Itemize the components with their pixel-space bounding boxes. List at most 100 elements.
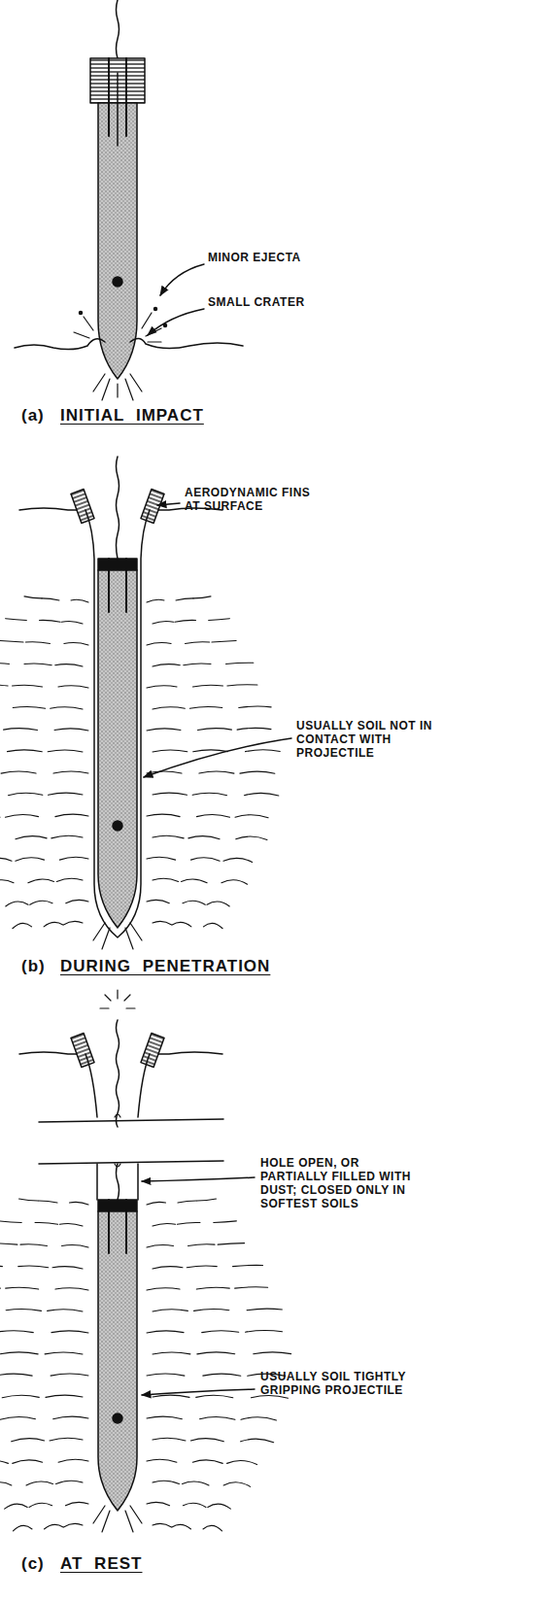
soil-strain-line (240, 1417, 276, 1421)
soil-strain-line (3, 728, 38, 731)
soil-strain-line (175, 598, 194, 601)
soil-strain-line (0, 815, 1, 818)
leader-line (143, 738, 292, 778)
soil-strain-line (56, 1480, 83, 1484)
hole-wall (97, 1163, 138, 1200)
leader-line (157, 503, 180, 506)
soil-strain-line (152, 1223, 176, 1227)
soil-strain-line (171, 1524, 192, 1530)
soil-strain-line (196, 1395, 234, 1397)
soil-strain-line (152, 664, 180, 667)
soil-strain-line (29, 1502, 53, 1507)
soil-strain-line (53, 1416, 89, 1420)
soil-strain-line (188, 836, 220, 840)
soil-strain-line (196, 1287, 230, 1290)
soil-strain-line (26, 1481, 53, 1486)
soil-strain-line (48, 792, 83, 795)
hole-wall (85, 510, 150, 938)
ground-surface (19, 1052, 223, 1055)
soil-strain-line (197, 1352, 236, 1355)
soil-strain-line (193, 596, 211, 599)
panel-letter: (a) (21, 406, 45, 426)
soil-strain-line (50, 1373, 89, 1376)
soil-strain-line (223, 857, 253, 862)
soil-strain-line (183, 663, 211, 666)
soil-strain-line (192, 684, 223, 687)
soil-strain-line (0, 857, 12, 862)
soil-strain-line (221, 880, 248, 885)
soil-strain-line (50, 707, 83, 710)
projectile-body (98, 570, 137, 928)
soil-strain-line (55, 1288, 89, 1291)
soil-strain-line (15, 836, 47, 840)
soil-strain-line (49, 1437, 83, 1441)
leader-line (160, 264, 205, 296)
fin (70, 489, 95, 524)
soil-strain-line (0, 1460, 8, 1465)
soil-strain-line (202, 1330, 239, 1333)
soil-strain-line (59, 856, 89, 860)
wire (116, 1163, 120, 1200)
soil-strain-line (146, 1501, 171, 1505)
soil-strain-line (41, 598, 60, 601)
soil-strain-line (192, 1460, 223, 1465)
soil-strain-line (197, 1198, 217, 1201)
soil-strain-line (4, 1503, 29, 1509)
soil-strain-line (53, 771, 89, 774)
soil-strain-line (152, 835, 184, 839)
soil-strain-line (190, 1438, 224, 1442)
soil-strain-line (11, 684, 42, 687)
break-line (38, 1119, 224, 1123)
soil-strain-line (146, 1373, 185, 1376)
soil-strain-line (152, 620, 174, 624)
soil-strain-line (4, 814, 38, 818)
leader-line (141, 1177, 255, 1182)
soil-strain-line (47, 749, 83, 752)
soil-strain-line (236, 836, 268, 841)
soil-strain-line (152, 792, 187, 795)
soil-strain-line (227, 684, 258, 686)
soil-strain-line (62, 1245, 89, 1248)
soil-strain-line (63, 920, 83, 925)
soil-strain-line (56, 878, 83, 882)
soil-strain-line (146, 599, 165, 603)
soil-strain-line (146, 643, 171, 646)
soil-strain-line (66, 899, 89, 903)
soil-strain-line (0, 1221, 22, 1224)
soil-strain-line (246, 1308, 282, 1311)
soil-strain-line (244, 749, 280, 752)
soil-strain-line (152, 1352, 191, 1355)
soil-strain-line (0, 1482, 12, 1488)
soil-strain-line (176, 1222, 201, 1225)
soil-strain-line (203, 1373, 241, 1376)
soil-strain-line (39, 619, 62, 622)
soil-strain-line (152, 1395, 190, 1397)
soil-strain-line (171, 921, 192, 926)
soil-strain-line (184, 642, 209, 645)
callout-label: USUALLY SOIL NOT IN CONTACT WITH PROJECT… (296, 718, 457, 760)
soil-strain-line (12, 1460, 43, 1465)
soil-strain-line (200, 1416, 236, 1420)
soil-strain-line (223, 1482, 250, 1488)
soil-strain-line (34, 1222, 59, 1225)
soil-strain-line (5, 901, 29, 907)
soil-strain-line (203, 1525, 223, 1532)
soil-strain-line (44, 1524, 65, 1530)
leader-line (141, 1389, 255, 1396)
soil-strain-line (182, 900, 205, 905)
soil-strain-line (0, 662, 10, 664)
wire (116, 0, 120, 59)
soil-strain-line (55, 664, 83, 667)
soil-strain-line (15, 857, 45, 861)
soil-strain-line (192, 792, 227, 795)
soil-strain-line (233, 1264, 264, 1266)
leader-line (147, 308, 205, 336)
panel-caption: AT REST (60, 1554, 142, 1574)
soil-strain-line (207, 1503, 232, 1509)
soil-strain-line (253, 1352, 292, 1355)
soil-strain-line (0, 1264, 2, 1266)
soil-strain-line (238, 706, 272, 708)
ejecta (73, 312, 162, 342)
soil-strain-line (208, 618, 231, 621)
